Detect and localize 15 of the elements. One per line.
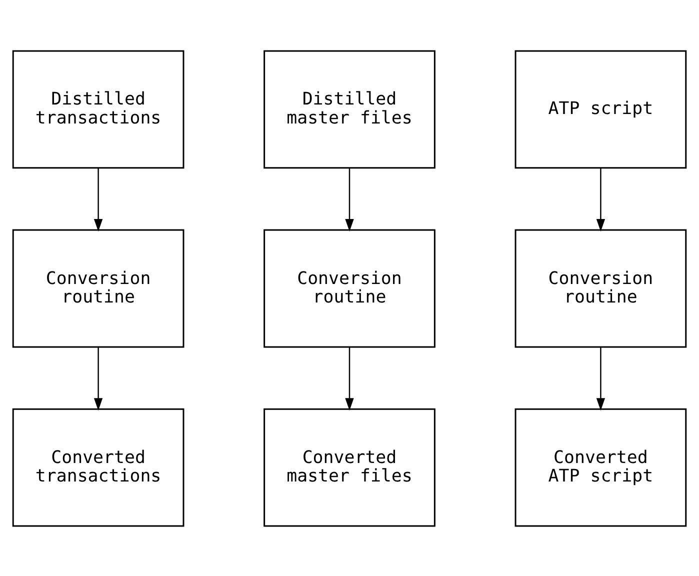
node-box: Distilled transactions	[12, 50, 184, 168]
node-box: Conversion routine	[264, 228, 436, 348]
node-box: Conversion routine	[514, 228, 687, 348]
node-box: Converted master files	[264, 408, 436, 526]
node-box: Distilled master files	[264, 50, 436, 168]
node-box: Converted ATP script	[514, 408, 687, 526]
node-box: ATP script	[514, 50, 687, 168]
node-box: Converted transactions	[12, 408, 184, 526]
arrow	[345, 168, 354, 231]
arrow	[94, 346, 103, 410]
node-box: Conversion routine	[12, 228, 184, 348]
arrow	[596, 168, 606, 231]
arrow	[345, 346, 354, 410]
arrow	[94, 168, 103, 231]
arrow	[596, 346, 606, 410]
